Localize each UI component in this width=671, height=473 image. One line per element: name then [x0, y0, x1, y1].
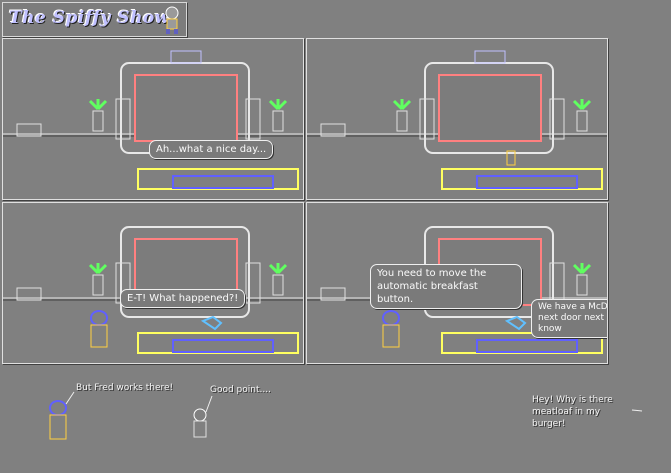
- dialogue-right: Hey! Why is there meatloaf in my burger!: [532, 395, 613, 429]
- comic-title: The Spiffy Show: [9, 8, 170, 28]
- living-room-scene: [3, 50, 303, 190]
- speech-bubble: You need to move the automatic breakfast…: [370, 264, 522, 309]
- living-room-scene: [3, 226, 303, 354]
- comic-panel-4: You need to move the automatic breakfast…: [306, 202, 608, 364]
- speech-bubble: E-T! What happened?!: [120, 289, 246, 308]
- speech-bubble: Ah...what a nice day...: [149, 140, 274, 159]
- mascot-icon: [165, 6, 179, 34]
- comic-panel-2: [306, 38, 608, 200]
- dialogue-middle: Good point....: [210, 385, 271, 395]
- comic-panel-3: E-T! What happened?!: [2, 202, 304, 364]
- speech-bubble-secondary: We have a McDonalds next door next door,…: [531, 299, 607, 338]
- dialogue-left: But Fred works there!: [76, 383, 174, 393]
- living-room-scene: [307, 50, 607, 190]
- comic-panel-1: Ah...what a nice day...: [2, 38, 304, 200]
- comic-title-banner: The Spiffy Show: [2, 2, 187, 37]
